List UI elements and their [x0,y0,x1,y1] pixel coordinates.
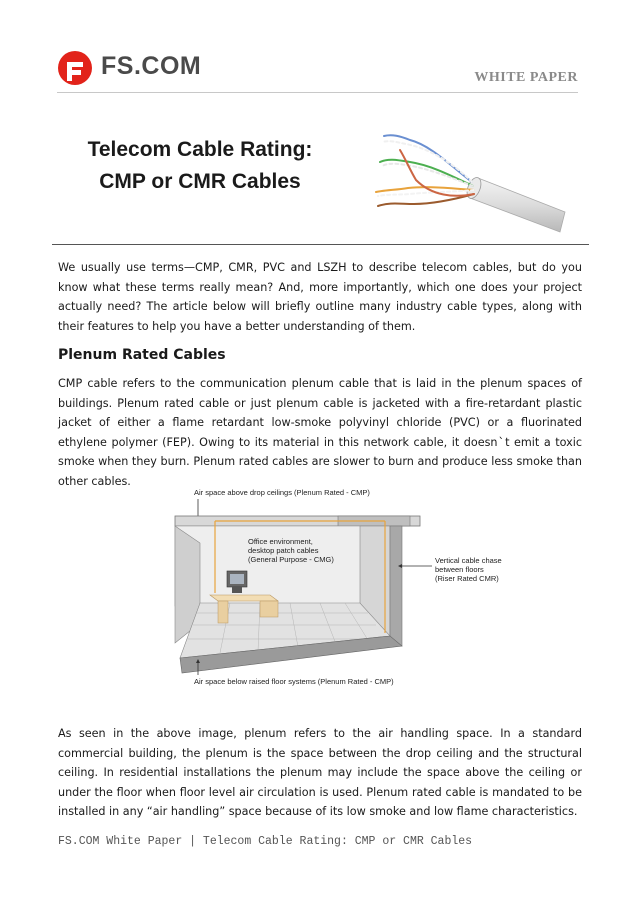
title-divider [52,244,589,245]
logo-text: FS.COM [101,52,202,80]
section-heading: Plenum Rated Cables [58,347,226,363]
intro-paragraph: We usually use terms—CMP, CMR, PVC and L… [58,261,582,333]
title-line-1: Telecom Cable Rating: [87,138,313,161]
diagram-top-label: Air space above drop ceilings (Plenum Ra… [194,488,370,497]
plenum-diagram: Air space above drop ceilings (Plenum Ra… [174,488,502,686]
header-divider [57,92,578,93]
plenum-paragraph-1: CMP cable refers to the communication pl… [58,377,582,488]
riser-label-line-2: between floors [435,565,484,574]
cable-illustration [375,134,566,233]
page-title: Telecom Cable Rating: CMP or CMR Cables [60,134,340,198]
plenum-paragraph-2: As seen in the above image, plenum refer… [58,727,582,819]
riser-label-line-3: (Riser Rated CMR) [435,574,499,583]
title-line-2: CMP or CMR Cables [99,170,301,193]
diagram-bottom-label: Air space below raised floor systems (Pl… [194,677,394,686]
riser-label-line-1: Vertical cable chase [435,556,502,565]
office-label-line-3: (General Purpose - CMG) [248,555,334,564]
page-footer: FS.COM White Paper | Telecom Cable Ratin… [58,835,473,848]
fs-logo-icon [58,51,92,85]
white-paper-label: WHITE PAPER [474,70,578,85]
office-label-line-2: desktop patch cables [248,546,319,555]
office-label-line-1: Office environment, [248,537,313,546]
